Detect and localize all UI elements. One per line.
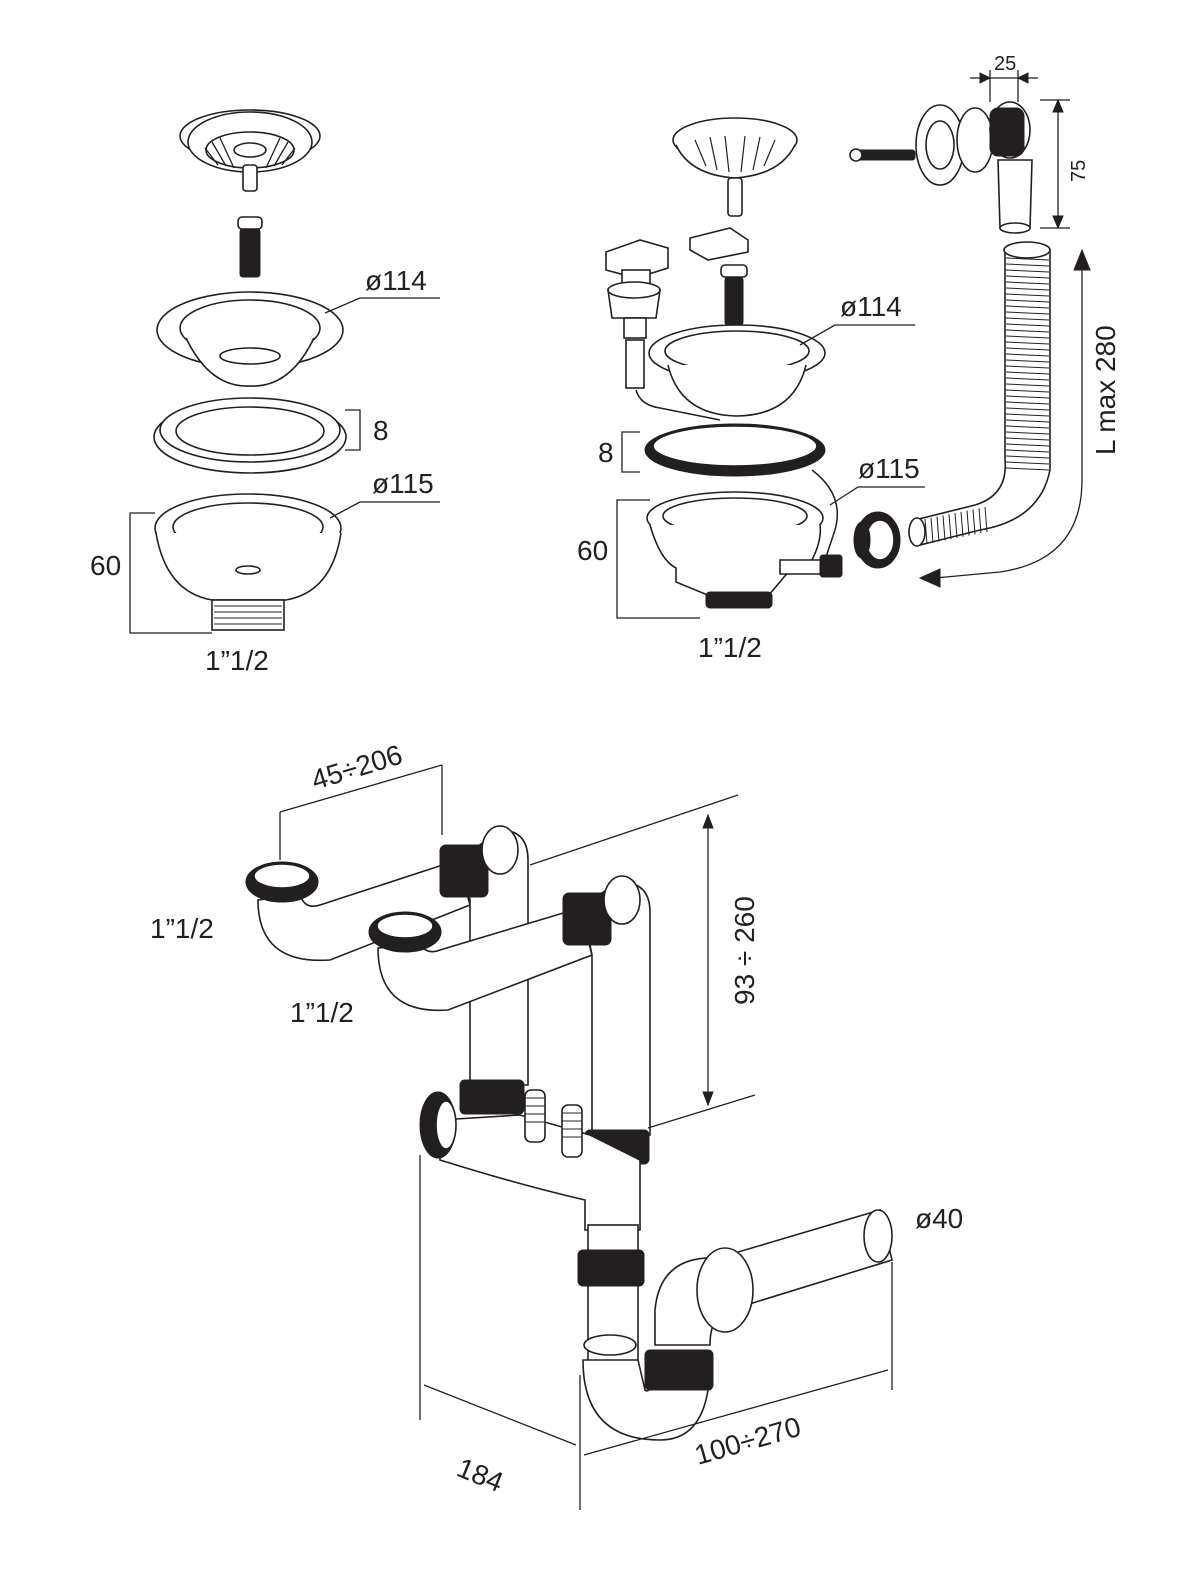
trap-right-inlet bbox=[368, 875, 651, 1136]
trap-depth-label: 184 bbox=[453, 1452, 508, 1498]
overflow-nut bbox=[853, 511, 901, 569]
left-body bbox=[154, 493, 342, 631]
trap-bottle bbox=[577, 1208, 893, 1441]
left-screw bbox=[237, 216, 263, 278]
right-body-diameter-label: ø115 bbox=[858, 453, 920, 484]
trap-bottom-tee bbox=[419, 1079, 650, 1231]
right-strainer-cap bbox=[672, 117, 798, 217]
left-dimensions bbox=[129, 297, 440, 634]
trap-outlet-diameter-label: ø40 bbox=[915, 1203, 963, 1234]
left-gasket bbox=[153, 397, 347, 474]
trap-left-inlet-label: 1”1/2 bbox=[150, 913, 214, 944]
left-strainer-cap bbox=[179, 109, 321, 192]
overflow-height-label: 75 bbox=[1068, 160, 1090, 182]
left-basket-assembly: ø114 8 ø115 60 1”1/2 bbox=[90, 109, 440, 676]
left-body-height-label: 60 bbox=[90, 550, 121, 581]
trap-right-inlet-label: 1”1/2 bbox=[290, 997, 354, 1028]
right-gasket bbox=[644, 423, 826, 477]
trap-height-range-label: 93 ÷ 260 bbox=[729, 896, 760, 1005]
remote-knob bbox=[605, 239, 721, 421]
right-body bbox=[646, 469, 843, 609]
left-flange bbox=[156, 291, 344, 387]
hose-length-label: L max 280 bbox=[1090, 325, 1121, 455]
right-thread-label: 1”1/2 bbox=[698, 632, 762, 663]
trap-dimensions bbox=[279, 764, 893, 1510]
hose-length-arrow bbox=[934, 265, 1083, 579]
right-flange-diameter-label: ø114 bbox=[840, 291, 902, 322]
right-screw bbox=[720, 264, 748, 326]
right-basket-assembly: ø114 8 ø115 60 1”1/2 25 75 L max 280 bbox=[577, 53, 1121, 663]
right-gasket-height-label: 8 bbox=[598, 437, 614, 468]
right-body-height-label: 60 bbox=[577, 535, 608, 566]
left-gasket-height-label: 8 bbox=[373, 415, 389, 446]
overflow-hose bbox=[908, 241, 1051, 547]
left-thread-label: 1”1/2 bbox=[205, 645, 269, 676]
right-pad bbox=[689, 227, 749, 261]
left-flange-diameter-label: ø114 bbox=[365, 265, 427, 296]
trap-assembly: 45÷206 1”1/2 1”1/2 93 ÷ 260 ø40 184 100÷… bbox=[150, 739, 963, 1510]
overflow-outlet bbox=[849, 101, 1033, 234]
right-flange bbox=[648, 324, 826, 417]
trap-left-inlet bbox=[245, 825, 529, 1086]
overflow-width-label: 25 bbox=[994, 53, 1016, 75]
right-dimensions bbox=[616, 70, 1070, 619]
left-body-diameter-label: ø115 bbox=[372, 468, 434, 499]
trap-offset-range-label: 45÷206 bbox=[308, 739, 406, 796]
